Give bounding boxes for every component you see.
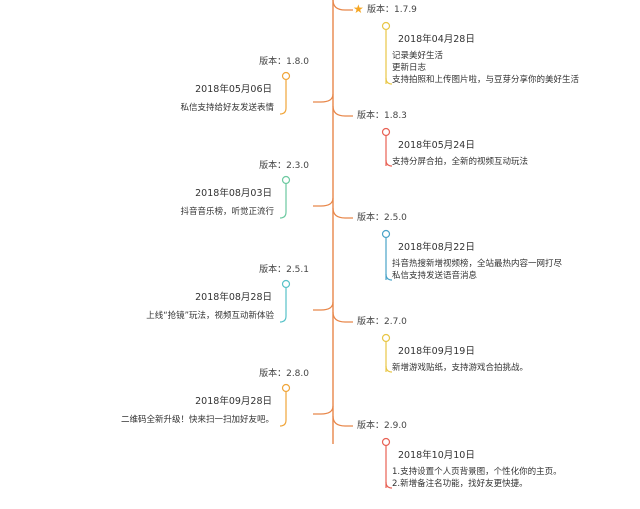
node-bracket [385,77,393,85]
node-circle [281,279,291,289]
star-icon: ★ [353,2,364,16]
description-line: 2.新增备注名功能，找好友更快捷。 [392,479,528,489]
node-circle [381,333,391,343]
date-label: 2018年08月03日 [195,188,272,199]
version-label: 版本：1.7.9 [367,5,417,15]
description-line: 上线“抢镜”玩法，视频互动新体验 [146,311,274,321]
description-line: 支持分屏合拍，全新的视频互动玩法 [392,157,529,167]
description-line: 二维码全新升级！快来扫一扫加好友吧。 [120,415,274,425]
date-label: 2018年10月10日 [398,450,475,461]
branch-connector [313,301,334,311]
version-label: 版本：2.5.1 [259,265,309,275]
description-line: 支持拍照和上传图片啦，与豆芽分享你的美好生活 [392,75,580,85]
version-label: 版本：2.3.0 [259,161,309,171]
date-label: 2018年05月24日 [398,140,475,151]
date-label: 2018年08月22日 [398,242,475,253]
description-line: 1.支持设置个人页背景图，个性化你的主页。 [392,467,562,477]
branch-connector [332,311,353,323]
node-bracket [279,315,287,323]
node-circle [381,21,391,31]
version-label: 版本：1.8.0 [259,57,309,67]
branch-connector [313,197,334,207]
version-label: 版本：1.8.3 [357,111,407,121]
node-circle [381,127,391,137]
version-label: 版本：2.9.0 [357,421,407,431]
node-circle [281,383,291,393]
node-circle [381,229,391,239]
version-label: 版本：2.5.0 [357,213,407,223]
node-circle [381,437,391,447]
description-line: 抖音热搜新增视频榜，全站最热内容一网打尽 [392,259,563,269]
version-label: 版本：2.7.0 [357,317,407,327]
date-label: 2018年04月28日 [398,34,475,45]
date-label: 2018年08月28日 [195,292,272,303]
description-line: 私信支持发送语音消息 [392,271,478,281]
node-bracket [279,211,287,219]
branch-connector [332,415,353,427]
node-bracket [279,107,287,115]
branch-connector [313,93,334,103]
branch-connector [332,105,353,117]
node-bracket [385,159,393,167]
description-line: 新增游戏贴纸，支持游戏合拍挑战。 [392,363,529,373]
date-label: 2018年09月28日 [195,396,272,407]
description-line: 更新日志 [392,63,427,73]
branch-connector [332,0,353,11]
date-label: 2018年09月19日 [398,346,475,357]
branch-connector [332,207,353,219]
branch-connector [313,405,334,415]
node-bracket [385,481,393,489]
node-circle [281,175,291,185]
description-line: 记录美好生活 [392,51,444,61]
description-line: 抖音音乐榜，听觉正流行 [180,207,274,217]
version-label: 版本：2.8.0 [259,369,309,379]
node-bracket [385,365,393,373]
node-circle [281,71,291,81]
description-line: 私信支持给好友发送表情 [180,103,274,113]
node-bracket [385,273,393,281]
node-bracket [279,419,287,427]
date-label: 2018年05月06日 [195,84,272,95]
